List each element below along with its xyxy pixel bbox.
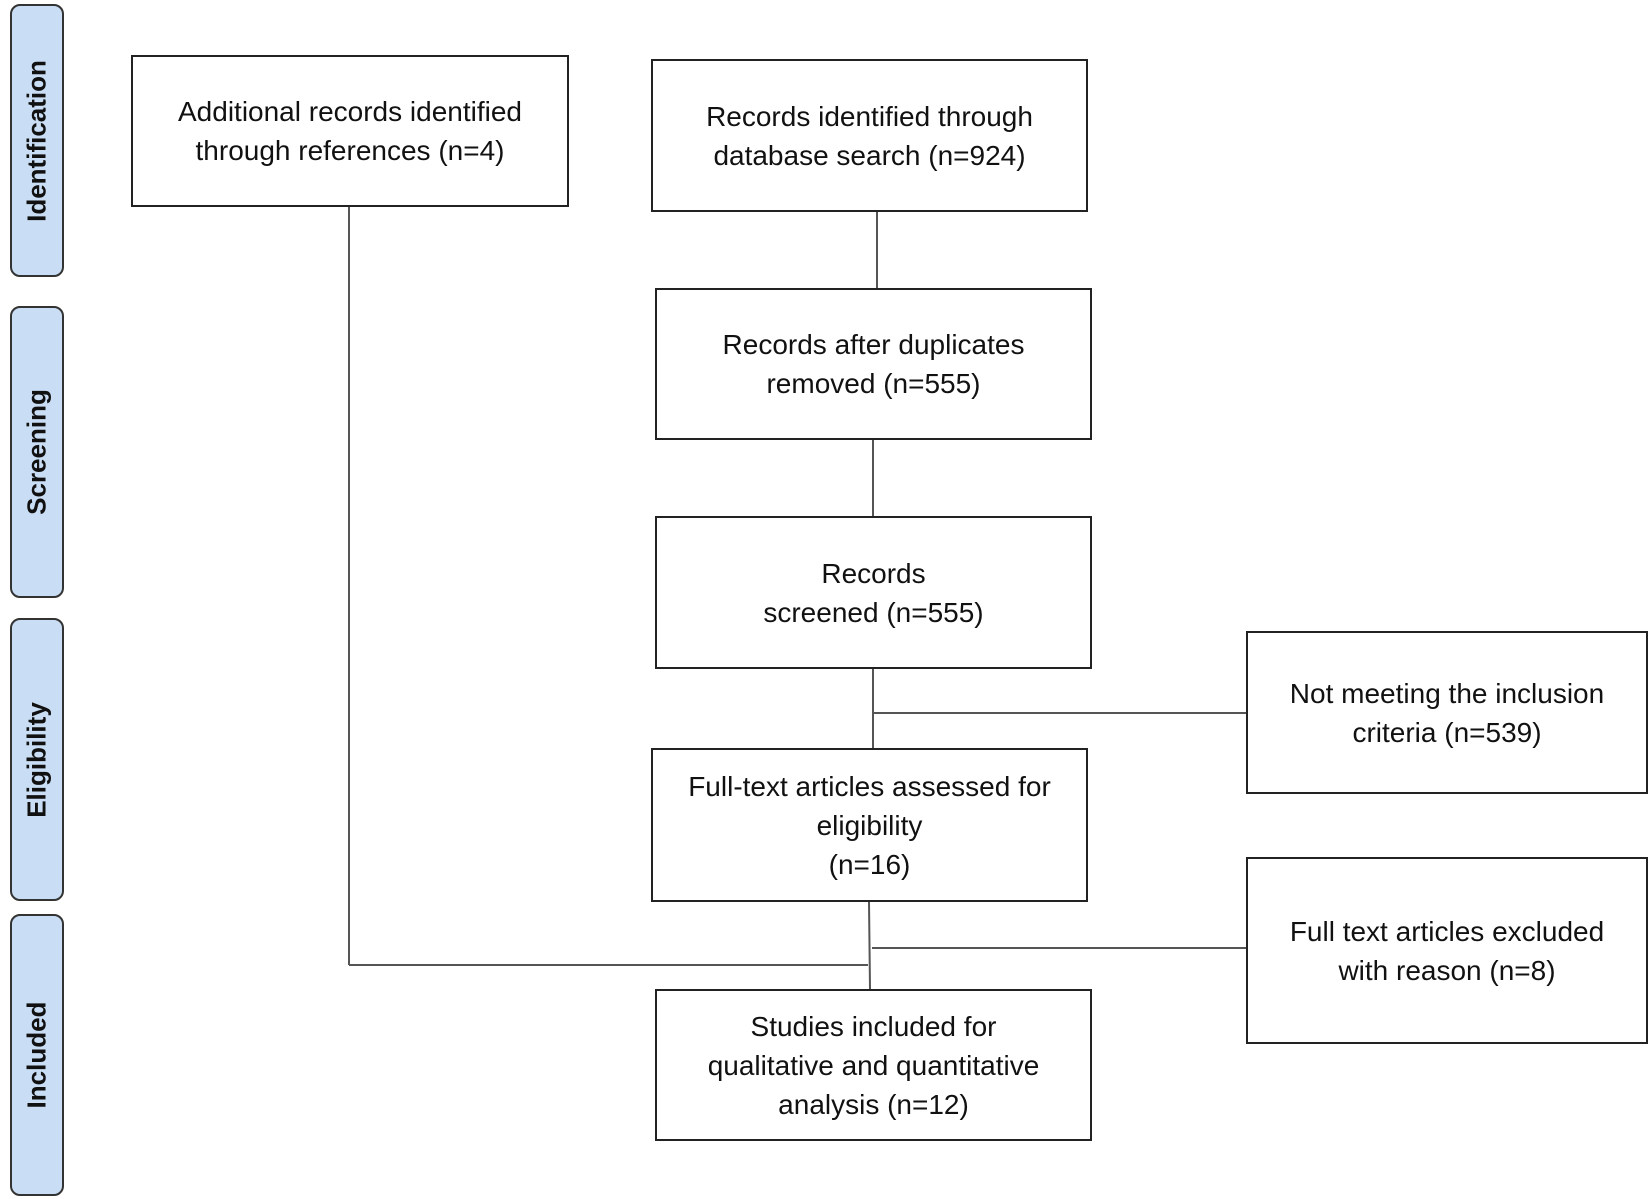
screened-box: Records screened (n=555) xyxy=(655,516,1092,669)
additional-records-line-1: Additional records identified xyxy=(178,96,522,127)
stage-screening: Screening xyxy=(10,306,64,598)
studies-included-line-1: Studies included for xyxy=(750,1010,997,1042)
stage-included: Included xyxy=(10,914,64,1196)
full-text-excluded-box: Full text articles excluded with reason … xyxy=(1246,857,1648,1044)
studies-included-box: Studies included for qualitative and qua… xyxy=(655,989,1092,1141)
database-records-line-1: Records identified through xyxy=(706,100,1033,132)
full-text-excluded-line-1: Full text articles excluded xyxy=(1289,915,1605,947)
after-duplicates-line-2: removed (n=555) xyxy=(766,368,981,399)
after-duplicates-box: Records after duplicates removed (n=555) xyxy=(655,288,1092,440)
full-text-assessed-line-2: eligibility xyxy=(816,809,923,841)
after-duplicates-line-1: Records after duplicates xyxy=(722,329,1025,360)
screened-line-1: Records xyxy=(821,557,926,589)
stage-eligibility: Eligibility xyxy=(10,618,64,901)
database-records-line-2: database search (n=924) xyxy=(713,139,1026,171)
full-text-assessed-box: Full-text articles assessed for eligibil… xyxy=(651,748,1088,902)
not-meeting-line-1: Not meeting the inclusion xyxy=(1289,677,1605,709)
connector-fulltext-to-included xyxy=(868,901,871,990)
full-text-assessed-line-3: (n=16) xyxy=(828,848,911,880)
not-meeting-criteria-box: Not meeting the inclusion criteria (n=53… xyxy=(1246,631,1648,794)
not-meeting-line-2: criteria (n=539) xyxy=(1352,716,1542,748)
screened-line-2: screened (n=555) xyxy=(763,596,984,628)
additional-records-line-2: through references (n=4) xyxy=(195,135,505,166)
additional-records-box: Additional records identified through re… xyxy=(131,55,569,207)
stage-identification: Identification xyxy=(10,4,64,277)
full-text-excluded-line-2: with reason (n=8) xyxy=(1338,954,1556,986)
database-records-box: Records identified through database sear… xyxy=(651,59,1088,212)
studies-included-line-2: qualitative and quantitative xyxy=(707,1049,1040,1081)
studies-included-line-3: analysis (n=12) xyxy=(778,1088,969,1120)
full-text-assessed-line-1: Full-text articles assessed for xyxy=(688,770,1051,802)
